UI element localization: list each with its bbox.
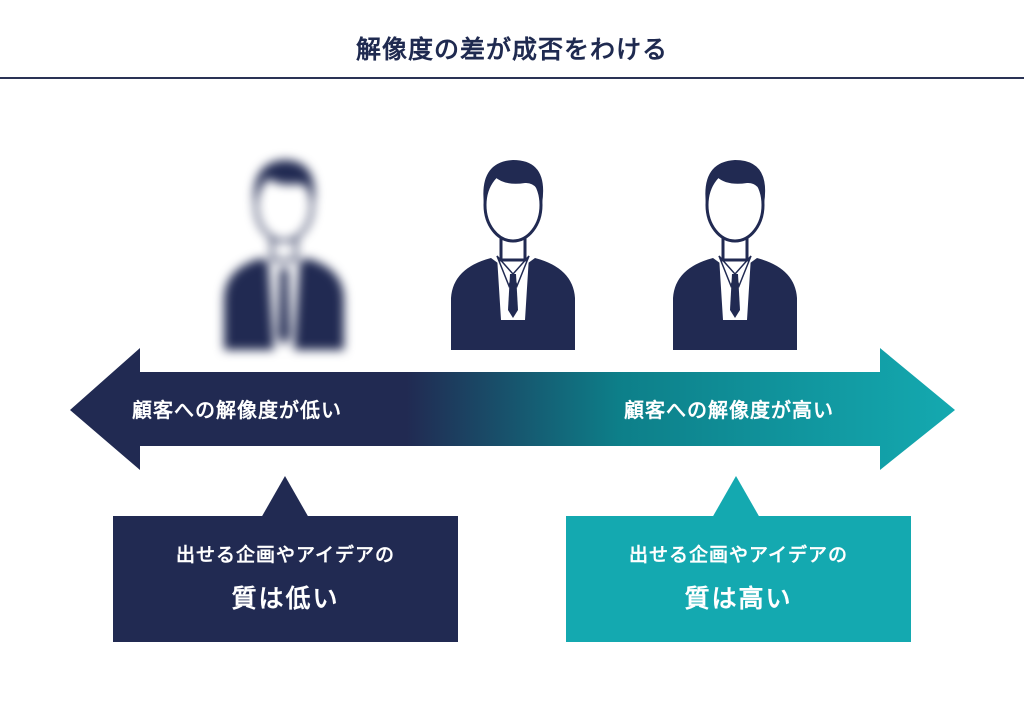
callout-low-tail xyxy=(261,476,309,518)
callout-low: 出せる企画やアイデアの 質は低い xyxy=(113,516,458,642)
resolution-arrow xyxy=(70,348,955,470)
callout-high-line2: 質は高い xyxy=(684,584,793,613)
callout-high-line1: 出せる企画やアイデアの xyxy=(628,544,849,566)
callout-high: 出せる企画やアイデアの 質は高い xyxy=(566,516,911,642)
arrow-label-high: 顧客への解像度が高い xyxy=(624,398,834,422)
title-divider xyxy=(0,77,1024,79)
person-blurred-icon xyxy=(214,150,354,350)
person-sharp-icon xyxy=(665,150,805,350)
person-medium-icon xyxy=(443,150,583,350)
page-title: 解像度の差が成否をわける xyxy=(355,35,668,64)
callout-low-line1: 出せる企画やアイデアの xyxy=(175,544,396,566)
arrow-label-low: 顧客への解像度が低い xyxy=(132,398,342,422)
callout-low-line2: 質は低い xyxy=(231,584,340,613)
callout-high-tail xyxy=(712,476,760,518)
